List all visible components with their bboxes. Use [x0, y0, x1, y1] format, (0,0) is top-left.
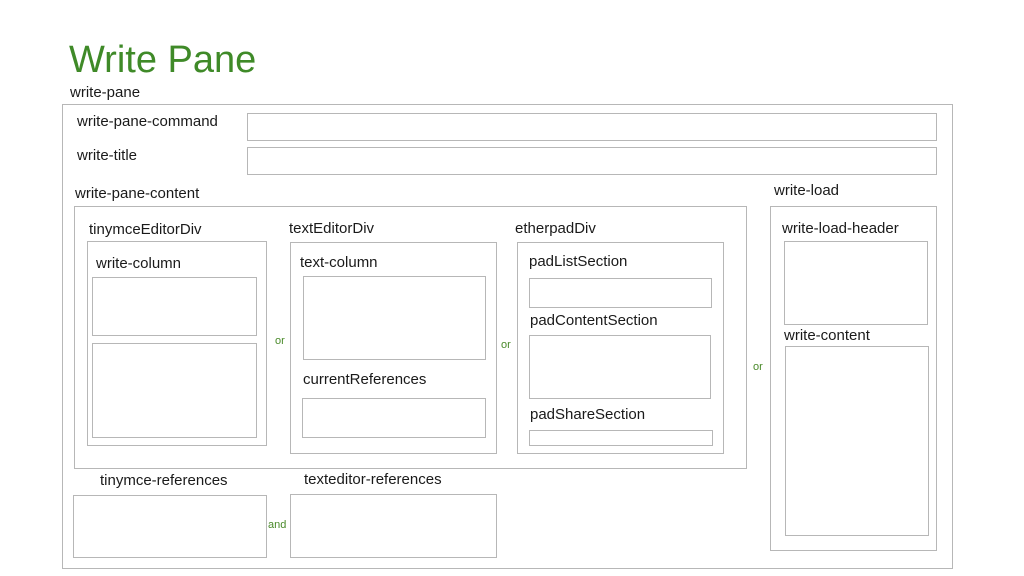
write-title-label: write-title [77, 147, 138, 164]
write-content-box [785, 346, 929, 536]
write-title-box [247, 147, 937, 175]
pad-share-section-label: padShareSection [530, 406, 646, 423]
pad-list-section-label: padListSection [529, 253, 628, 270]
etherpad-div-label: etherpadDiv [515, 220, 596, 237]
write-load-box [770, 206, 937, 551]
and-separator: and [268, 519, 287, 531]
write-column-box-top [92, 277, 257, 336]
tinymce-editor-div-label: tinymceEditorDiv [89, 221, 202, 238]
text-editor-div-box [290, 242, 497, 454]
text-column-box [303, 276, 486, 360]
pad-list-section-box [529, 278, 712, 308]
write-pane-box [62, 104, 953, 569]
text-editor-div-label: textEditorDiv [289, 220, 375, 237]
tinymce-references-box [73, 495, 267, 558]
write-pane-content-label: write-pane-content [75, 185, 200, 202]
current-references-box [302, 398, 486, 438]
or-separator-2: or [501, 339, 511, 351]
tinymce-references-label: tinymce-references [100, 472, 228, 489]
write-load-label: write-load [774, 182, 840, 199]
texteditor-references-box [290, 494, 497, 558]
texteditor-references-label: texteditor-references [304, 471, 442, 488]
etherpad-div-box [517, 242, 724, 454]
write-content-label: write-content [784, 327, 870, 344]
write-pane-content-box [74, 206, 747, 469]
write-column-box-bottom [92, 343, 257, 438]
or-separator-1: or [275, 335, 285, 347]
write-load-header-label: write-load-header [782, 220, 899, 237]
page-title: Write Pane [69, 39, 257, 81]
or-separator-3: or [753, 361, 763, 373]
write-pane-label: write-pane [70, 84, 141, 101]
write-column-label: write-column [96, 255, 182, 272]
pad-share-section-box [529, 430, 713, 446]
pad-content-section-box [529, 335, 711, 399]
text-column-label: text-column [300, 254, 378, 271]
write-pane-command-box [247, 113, 937, 141]
current-references-label: currentReferences [303, 371, 427, 388]
pad-content-section-label: padContentSection [530, 312, 658, 329]
tinymce-editor-div-box [87, 241, 267, 446]
write-load-header-box [784, 241, 928, 325]
write-pane-command-label: write-pane-command [77, 113, 218, 130]
